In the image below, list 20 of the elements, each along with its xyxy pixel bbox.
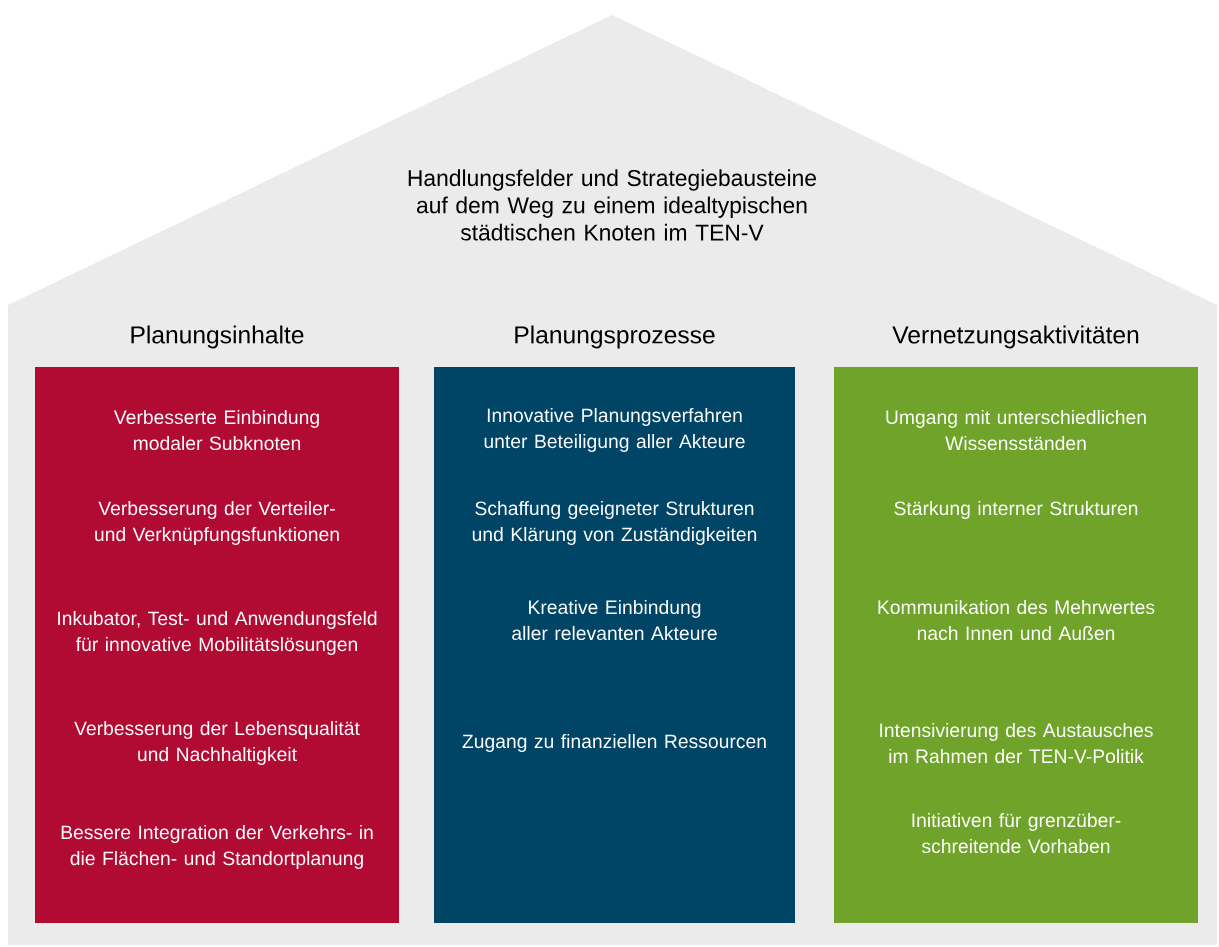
node-label: Kommunikation des Mehrwertes nach Innen und Außen bbox=[878, 599, 1155, 641]
node-label: Verbesserte Einbindung modaler Subknoten bbox=[113, 409, 319, 451]
node-label: Zugang zu finanziellen Ressourcen bbox=[462, 733, 766, 752]
node-label: Verbesserung der Verteiler- und Verknüpfungsfunktionen bbox=[95, 500, 339, 545]
column-box: Verbesserte Einbindung modaler Subknoten Verbesserung der Verteiler- und Verknüpfungsfunktionen Inkubator, Test- und Anwendungsfeld für innovative Mobilitätslösungen Verbesserung der Lebensqualität und Nachhaltigkeit Bessere Integration der Verkehrs- in die Flächen- und Standortplanung bbox=[35, 367, 399, 923]
node-label: Kreative Einbindung aller relevanten Akteure bbox=[512, 599, 717, 641]
node-label: Stärkung interner Strukturen bbox=[894, 500, 1138, 519]
node-label: Bessere Integration der Verkehrs- in die Flächen- und Standortplanung bbox=[61, 824, 373, 869]
node-label: Umgang mit unterschiedlichen Wissensständen bbox=[886, 409, 1146, 451]
column-heading: Planungsinhalte bbox=[131, 325, 304, 349]
column-heading: Planungsprozesse bbox=[515, 325, 715, 349]
node-label: Inkubator, Test- und Anwendungsfeld für innovative Mobilitätslösungen bbox=[58, 610, 377, 655]
node-label: Verbesserung der Lebensqualität und Nachhaltigkeit bbox=[74, 720, 360, 765]
column-box: Innovative Planungsverfahren unter Beteiligung aller Akteure Schaffung geeigneter Strukturen und Klärung von Zuständigkeiten Kreative Einbindung aller relevanten Akteure Zugang zu finanziellen Ressourcen bbox=[434, 367, 795, 923]
node-label: Intensivierung des Austausches im Rahmen der TEN-V-Politik bbox=[880, 722, 1153, 764]
column-heading: Vernetzungsaktivitäten bbox=[892, 325, 1139, 349]
node-label: Initiativen für grenzüber- schreitende Vorhaben bbox=[912, 812, 1121, 854]
node-label: Schaffung geeigneter Strukturen und Klärung von Zuständigkeiten bbox=[472, 500, 757, 545]
column-box: Umgang mit unterschiedlichen Wissensständen Stärkung interner Strukturen Kommunikation des Mehrwertes nach Innen und Außen Intensivierung des Austausches im Rahmen der TEN-V-Politik Initiativen für grenzüber- schreitende Vorhaben bbox=[834, 367, 1198, 923]
node-label: Innovative Planungsverfahren unter Beteiligung aller Akteure bbox=[484, 407, 745, 452]
